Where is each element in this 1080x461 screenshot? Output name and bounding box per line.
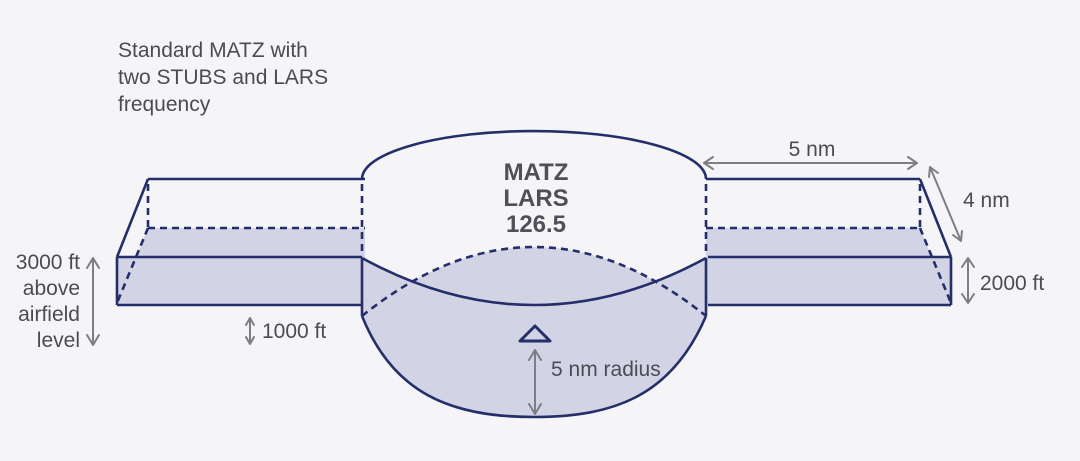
right-stub-hidden-edges	[706, 184, 953, 304]
ceiling-label-line-3: airfield	[18, 303, 80, 326]
stub-base-arrow	[245, 317, 255, 345]
right-stub-visible-edges	[706, 177, 953, 307]
zone-label-line-3: 126.5	[506, 211, 566, 238]
ceiling-label: 3000 ft above airfield level	[16, 251, 80, 352]
cylinder-bottom-rim	[360, 315, 708, 419]
ceiling-arrow	[86, 257, 100, 346]
dimension-arrows	[86, 156, 975, 415]
zone-label-line-2: LARS	[503, 185, 568, 212]
right-stub-front-face	[706, 257, 951, 305]
title-line-3: frequency	[118, 93, 211, 116]
stub-base-label: 1000 ft	[262, 320, 326, 343]
cylinder-side-edges	[360, 258, 708, 316]
stub-length-label: 5 nm	[789, 138, 836, 161]
title-line-1: Standard MATZ with	[118, 39, 308, 62]
stub-width-arrow	[928, 166, 963, 242]
cylinder-lower-wall	[362, 258, 706, 417]
zone-label-line-1: MATZ	[504, 159, 569, 186]
ceiling-label-line-1: 3000 ft	[16, 251, 80, 274]
left-stub-front-face	[117, 257, 362, 305]
radius-arrow	[528, 349, 542, 415]
diagram-title: Standard MATZ with two STUBS and LARS fr…	[118, 39, 328, 116]
stub-thickness-label: 2000 ft	[980, 272, 1044, 295]
left-stub	[115, 177, 365, 307]
zone-frequency-label: MATZ LARS 126.5	[503, 159, 568, 238]
left-stub-visible-edges	[115, 177, 365, 307]
airfield-triangle-icon	[518, 324, 552, 343]
stub-width-label: 4 nm	[963, 189, 1010, 212]
cylinder-top-rim	[360, 129, 708, 180]
ceiling-label-line-2: above	[23, 277, 80, 300]
right-stub	[706, 177, 953, 307]
stub-thickness-arrow	[961, 257, 975, 304]
ceiling-label-line-4: level	[37, 329, 80, 352]
left-stub-hidden-edges	[115, 184, 365, 304]
stub-length-arrow	[703, 156, 918, 170]
matz-cylinder	[360, 129, 708, 419]
radius-label: 5 nm radius	[551, 358, 661, 381]
cylinder-1000ft-rim	[361, 256, 707, 307]
title-line-2: two STUBS and LARS	[118, 66, 328, 89]
